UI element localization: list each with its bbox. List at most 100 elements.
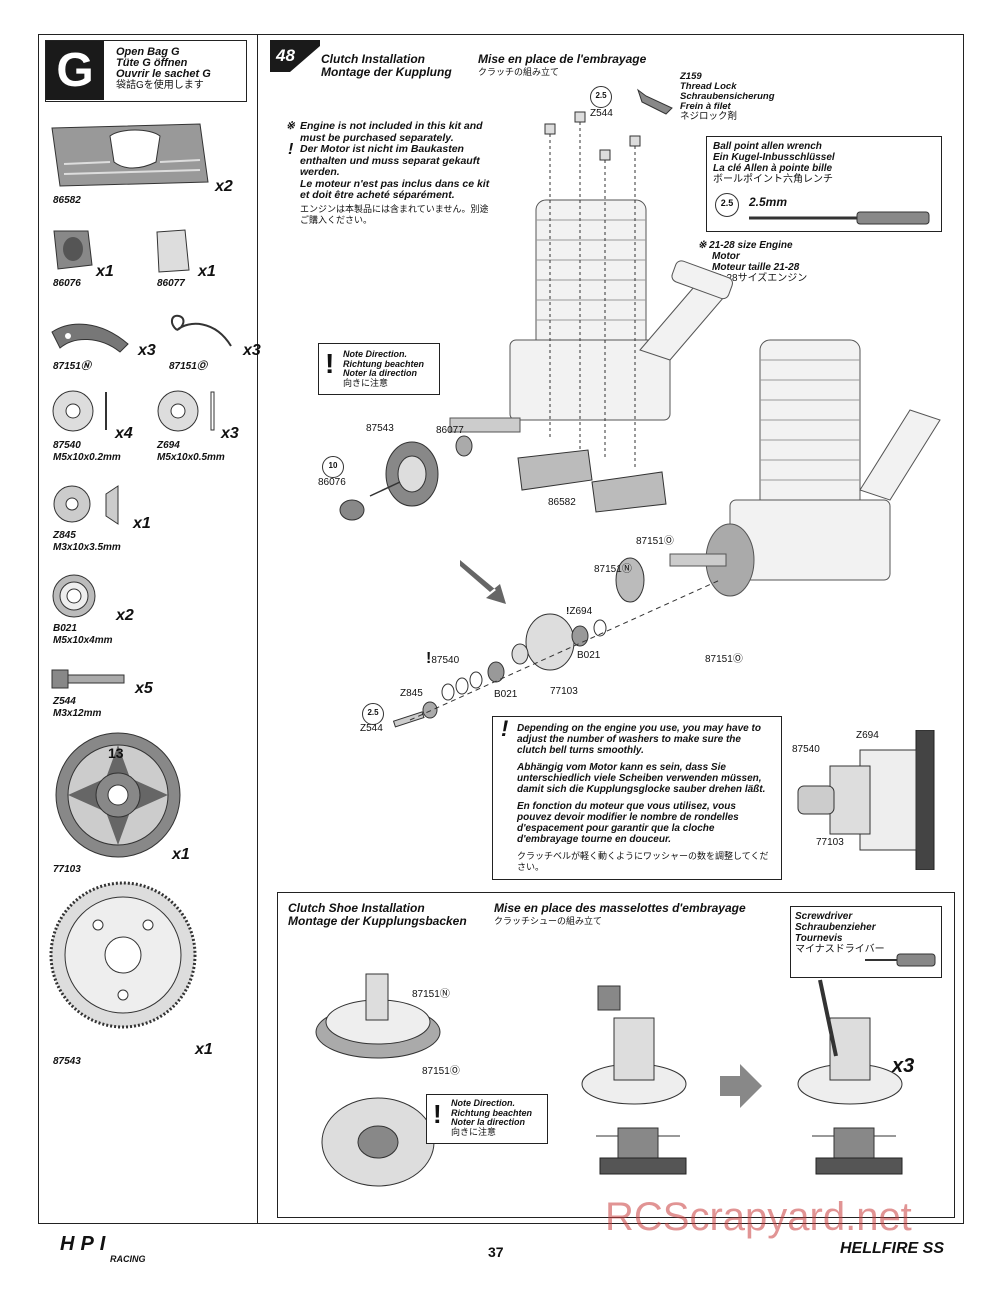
part-87543-qty: x1 [195, 1041, 213, 1058]
part-87151b-qty: x3 [243, 342, 261, 359]
watermark: RCScrapyard.net [605, 1195, 912, 1239]
allen-wrench-en: Ball point allen wrench [713, 141, 822, 152]
callout-z694: !Z694 [566, 606, 593, 617]
wrench-size-badge: 2.5 [715, 193, 739, 217]
shoe-step-qty: x3 [892, 1055, 915, 1077]
engine-note-en: Engine is not included in this kit and m… [300, 120, 483, 144]
allen-wrench-box: Ball point allen wrench Ein Kugel-Inbuss… [706, 136, 942, 232]
reference-mark-icon: ※ [286, 120, 295, 132]
clutch-shoe-steps-illustration [315, 973, 903, 1187]
spacer-illustration [53, 485, 119, 525]
part-z845-qty: x1 [133, 515, 151, 532]
shoe-title-fr-jp: Mise en place des masselottes d'embrayag… [494, 902, 746, 928]
gear-teeth-count: 13 [108, 745, 124, 761]
wrench-size-badge: 10 [322, 456, 344, 478]
note-direction-text-lower: Note Direction. Richtung beachten Noter … [451, 1098, 532, 1137]
engine-not-included-note: ※ Engine is not included in this kit and… [286, 120, 496, 227]
callout-86076: 86076 [318, 477, 346, 488]
callout-87151b-2: 87151Ⓞ [705, 654, 743, 665]
shoe-title-jp: クラッチシューの組み立て [494, 916, 603, 926]
part-87151b-number: 87151Ⓞ [169, 361, 207, 372]
part-86582-number: 86582 [53, 195, 81, 206]
thread-lock-de: Schraubensicherung [680, 91, 775, 102]
thread-lock-jp: ネジロック剤 [680, 111, 738, 122]
engine-size-en: 21-28 size Engine [709, 240, 793, 251]
bag-line-de: Tüte G öffnen [116, 57, 188, 69]
reference-mark-icon: ※ [698, 240, 710, 251]
thread-lock-code: Z159 [680, 71, 702, 82]
engine-note-jp: エンジンは本製品には含まれていません。別途ご購入ください。 [300, 203, 489, 226]
shoe-title-en: Clutch Shoe Installation [288, 901, 425, 915]
thread-lock-bottle-icon [637, 88, 673, 115]
part-87151a-number: 87151Ⓝ [53, 361, 91, 372]
allen-wrench-fr: La clé Allen à pointe bille [713, 163, 833, 174]
clutch-nut-illustration [53, 230, 93, 270]
engine-note-de: Der Motor ist nicht im Baukasten enthalt… [300, 143, 480, 178]
clutch-assembly-diagram [339, 111, 941, 728]
screwdriver-label: Screwdriver Schraubenzieher Tournevis マイ… [795, 911, 885, 955]
engine-note-fr: Le moteur n'est pas inclus dans ce kit e… [300, 177, 490, 201]
cap-screw-illustration [51, 669, 125, 689]
step-title-jp: クラッチの組み立て [478, 67, 560, 77]
callout-z544-top: Z544 [590, 108, 613, 119]
part-87540-qty: x4 [115, 425, 133, 442]
callout-b021-2: B021 [494, 689, 518, 700]
bag-line-en: Open Bag G [116, 46, 180, 58]
screwdriver-icon [865, 953, 936, 967]
note-direction-jp: 向きに注意 [343, 377, 389, 388]
callout-87151b-1: 87151Ⓞ [636, 536, 674, 547]
step-title-de: Montage der Kupplung [321, 65, 452, 79]
shoe-callout-87151b: 87151Ⓞ [422, 1066, 460, 1077]
shoe-title-en-de: Clutch Shoe Installation Montage der Kup… [288, 902, 467, 928]
engine-mounts [517, 449, 667, 513]
part-z544-qty: x5 [135, 680, 153, 697]
allen-wrench-label: Ball point allen wrench Ein Kugel-Inbuss… [713, 141, 835, 185]
screwdriver-de: Schraubenzieher [795, 922, 876, 933]
part-86076-qty: x1 [96, 263, 114, 280]
clutch-exploded-parts [392, 557, 721, 728]
model-logo: HELLFIRE SS [840, 1240, 945, 1257]
step-number: 48 [275, 46, 295, 65]
screwdriver-jp: マイナスドライバー [795, 944, 885, 955]
bag-header: G Open Bag G Tüte G öffnen Ouvrir le sac… [45, 40, 247, 102]
screwdriver-en: Screwdriver [795, 911, 853, 922]
part-86582-qty: x2 [215, 178, 233, 195]
hpi-racing-sub: RACING [110, 1254, 146, 1264]
part-b021-qty: x2 [116, 607, 134, 624]
flywheel-illustration [49, 881, 197, 1029]
note-direction-jp: 向きに注意 [451, 1126, 497, 1137]
screwdriver-fr: Tournevis [795, 933, 843, 944]
washer-note-fr: En fonction du moteur que vous utilisez,… [517, 801, 739, 845]
callout-87540: !87540 [426, 650, 460, 667]
part-86077-number: 86077 [157, 278, 185, 289]
callout-87543: 87543 [366, 423, 394, 434]
collet-illustration [156, 229, 190, 273]
page-frame [38, 34, 964, 1224]
callout-87151a: 87151Ⓝ [594, 564, 632, 575]
step-title-fr-jp: Mise en place de l'embrayage クラッチの組み立て [478, 53, 646, 79]
part-77103-number: 77103 [53, 864, 81, 875]
exclamation-icon: ! [288, 141, 294, 158]
washer-note-jp: クラッチベルが軽く動くようにワッシャーの数を調整してください。 [517, 851, 769, 872]
part-z694-qty: x3 [221, 425, 239, 442]
note-direction-text: Note Direction. Richtung beachten Noter … [343, 349, 424, 388]
detail-callout-87540: 87540 [792, 744, 820, 755]
engine-mount-plate-illustration [51, 123, 209, 187]
part-77103-qty: x1 [172, 846, 190, 863]
engine-lower-illustration [669, 339, 941, 597]
allen-wrench-jp: ボールポイント六角レンチ [713, 174, 833, 185]
part-87543-number: 87543 [53, 1056, 81, 1067]
detail-callout-z694: Z694 [856, 730, 879, 741]
shoe-title-fr: Mise en place des masselottes d'embrayag… [494, 901, 746, 915]
washer-note-en: Depending on the engine you use, you may… [517, 723, 761, 756]
step-title-fr: Mise en place de l'embrayage [478, 52, 647, 66]
washer-05-illustration [157, 390, 215, 432]
page-number: 37 [488, 1244, 504, 1260]
flywheel-upper [339, 435, 473, 521]
note-direction-box-lower: ! Note Direction. Richtung beachten Note… [426, 1094, 548, 1144]
note-direction-fr: Noter la direction [343, 368, 418, 378]
